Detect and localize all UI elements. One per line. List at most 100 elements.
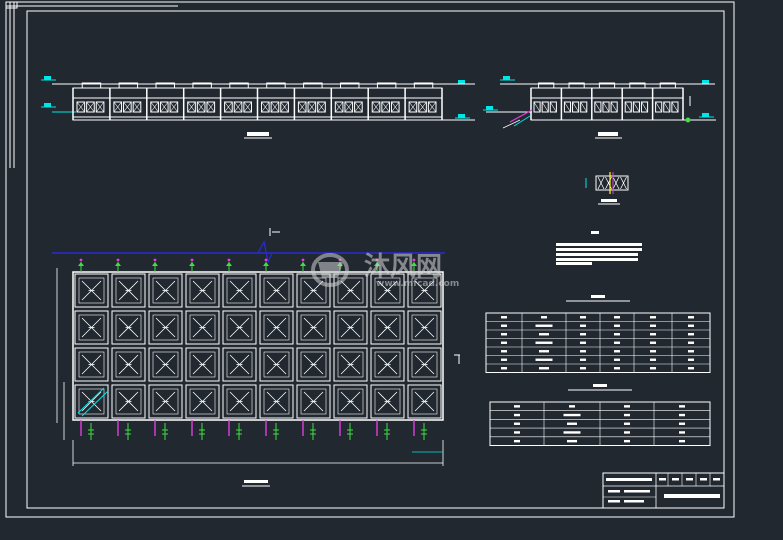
module-panel <box>541 101 549 113</box>
inlet-valve-icon <box>115 258 121 272</box>
panel-brace <box>317 101 326 113</box>
module-panel <box>533 101 541 113</box>
table-cell-text <box>650 358 656 361</box>
module-inner-frame <box>411 388 438 415</box>
elevation-module <box>367 82 400 120</box>
table-cell-text <box>679 439 685 443</box>
table-cell-text <box>624 405 630 408</box>
panel-brace <box>633 101 640 113</box>
module-frame <box>370 310 405 345</box>
plan-module <box>148 310 183 345</box>
detail-leader <box>77 387 105 414</box>
module-frame <box>148 384 183 419</box>
module-panel <box>159 101 169 113</box>
module-frame <box>333 273 368 308</box>
module-cap <box>568 82 585 89</box>
elevation-module <box>182 82 216 120</box>
notes-heading-bar <box>591 231 599 234</box>
module-inner-frame <box>226 277 253 304</box>
module-panel <box>113 101 123 113</box>
module-panel <box>671 101 679 113</box>
module-cap <box>538 82 555 89</box>
valve-head <box>374 262 380 266</box>
table-cell-text <box>650 316 656 319</box>
elevation-module <box>330 82 363 120</box>
table-cell-text <box>501 358 507 361</box>
table-cell-text <box>688 333 694 336</box>
module-frame <box>185 384 220 419</box>
plan-module <box>370 273 405 308</box>
module-inner-frame <box>189 351 216 378</box>
plan-module <box>370 384 405 419</box>
module-frame <box>296 310 331 345</box>
title-block-text <box>672 478 679 481</box>
level-marker-block <box>44 103 51 107</box>
module-frame <box>111 310 146 345</box>
module-cap <box>118 82 139 89</box>
view-title-bar <box>598 132 618 136</box>
table-cell-text <box>580 316 586 319</box>
module-frame <box>74 347 109 382</box>
pipe-break-symbol <box>257 240 273 264</box>
module-frame <box>148 347 183 382</box>
module-frame <box>111 347 146 382</box>
module-panel <box>297 101 307 113</box>
module-inner-frame <box>300 351 327 378</box>
module-inner-frame <box>152 277 179 304</box>
module-panel <box>427 101 437 113</box>
module-frame <box>222 273 257 308</box>
panel-brace <box>533 101 541 113</box>
panel-brace <box>280 101 289 113</box>
module-frame <box>296 347 331 382</box>
plan-module <box>296 273 331 308</box>
module-panel <box>280 101 289 113</box>
module-cap <box>340 82 360 89</box>
plan-module <box>111 310 146 345</box>
plan-module <box>407 384 442 419</box>
panel-brace <box>354 101 363 113</box>
panel-brace <box>381 101 390 113</box>
valve-head <box>300 262 306 266</box>
table-cell-text <box>614 350 620 353</box>
table-cell-text <box>514 431 520 434</box>
inlet-valve-icon <box>411 258 417 272</box>
module-panel <box>270 101 280 113</box>
module-inner-frame <box>152 314 179 341</box>
module-panel <box>261 101 270 113</box>
panel-brace <box>132 101 142 113</box>
module-panel <box>381 101 390 113</box>
panel-brace <box>610 101 618 113</box>
panel-brace <box>335 101 344 113</box>
pipe-fitting <box>509 109 533 123</box>
plan-module <box>185 347 220 382</box>
plan-module <box>222 347 257 382</box>
module-inner-frame <box>78 388 105 415</box>
module-frame <box>111 273 146 308</box>
module-panel <box>132 101 142 113</box>
module-panel <box>317 101 326 113</box>
module-panel <box>640 101 649 113</box>
table-cell-text <box>514 405 520 408</box>
module-inner-frame <box>226 388 253 415</box>
module-frame <box>74 273 109 308</box>
level-marker-icon <box>483 106 498 111</box>
title-block-text <box>624 500 644 503</box>
table-cell-text <box>650 333 656 336</box>
module-panel <box>572 101 580 113</box>
panel-brace <box>572 101 579 113</box>
module-cap <box>266 82 286 89</box>
plan-module <box>259 273 294 308</box>
title-block-border <box>602 472 725 509</box>
level-marker-block <box>44 76 51 80</box>
table-cell-text <box>580 341 586 344</box>
plan-module <box>148 273 183 308</box>
module-inner-frame <box>115 351 142 378</box>
module-panel <box>408 101 418 113</box>
drain-fitting-icon <box>265 420 279 440</box>
panel-brace <box>655 101 662 113</box>
module-inner-frame <box>374 314 401 341</box>
module-frame <box>259 273 294 308</box>
plan-module <box>407 347 442 382</box>
panel-brace <box>233 101 243 113</box>
title-block-text <box>606 478 652 481</box>
